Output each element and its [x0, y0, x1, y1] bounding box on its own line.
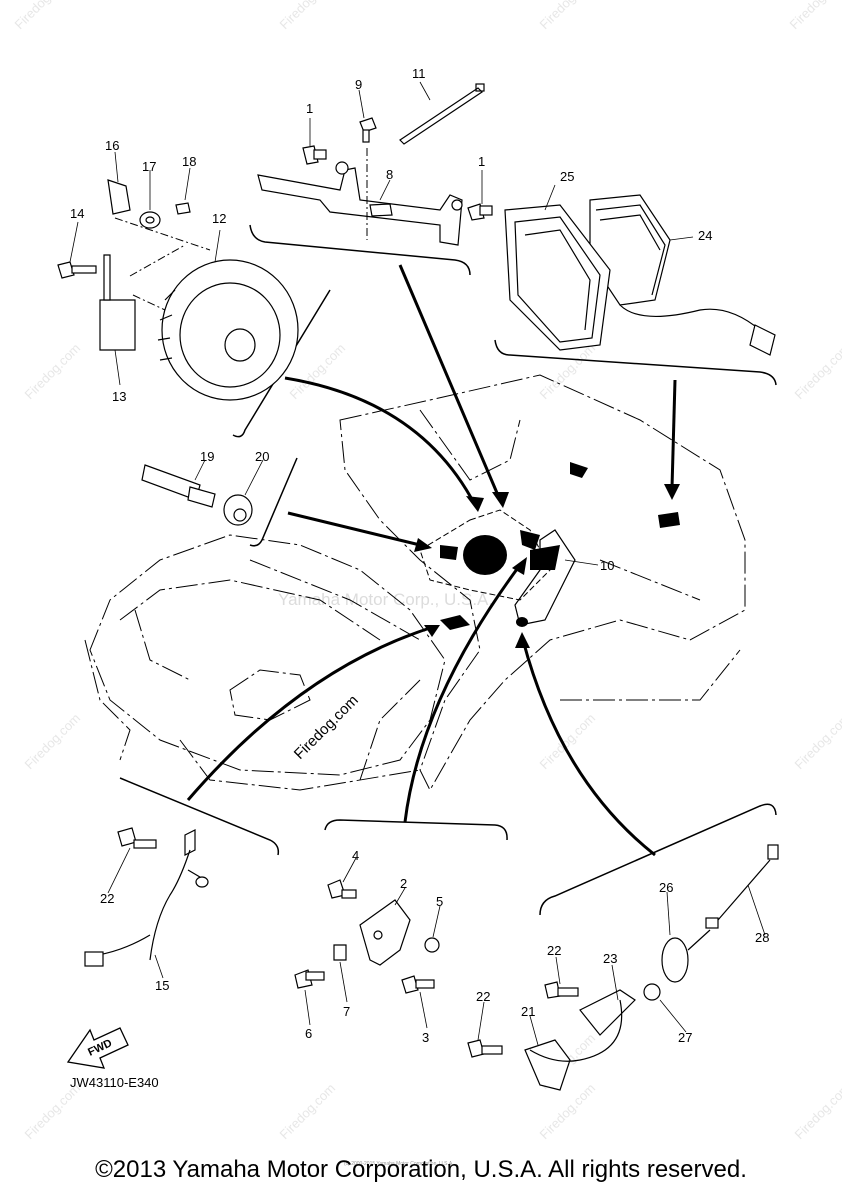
magneto-location-blob	[463, 535, 507, 575]
callout-21: 21	[521, 1004, 535, 1019]
cdi-unit-part	[504, 194, 776, 356]
arrow-sensor	[521, 639, 656, 857]
callout-6: 6	[305, 1026, 312, 1041]
callout-4: 4	[352, 848, 359, 863]
bracket-generator	[232, 289, 331, 438]
site-watermark: Firedog.com	[22, 710, 84, 772]
arrow-top-group	[398, 264, 502, 501]
sensor-parts	[467, 844, 779, 1091]
site-watermark: Firedog.com	[537, 0, 599, 32]
callout-22-sensor-lower: 22	[476, 989, 490, 1004]
site-watermark: Firedog.com	[537, 710, 599, 772]
arrow-heads	[414, 484, 680, 648]
arrow-generator	[284, 376, 477, 506]
arrow-plug	[287, 511, 421, 547]
callout-25: 25	[560, 169, 574, 184]
callout-26: 26	[659, 880, 673, 895]
stay-parts	[294, 879, 440, 994]
site-watermark: Firedog.com	[792, 710, 842, 772]
callout-15: 15	[155, 978, 169, 993]
callout-8: 8	[386, 167, 393, 182]
callout-14: 14	[70, 206, 84, 221]
callout-18: 18	[182, 154, 196, 169]
callout-28: 28	[755, 930, 769, 945]
bolts-top	[302, 117, 493, 221]
tiny-credit: (c) 2000-2015 Yamaha Motor Corporation, …	[344, 1161, 454, 1167]
callout-9: 9	[355, 77, 362, 92]
callout-11: 11	[412, 66, 426, 81]
site-watermark: Firedog.com	[277, 0, 339, 32]
callout-labels: 1 1 2 3 4 5 6 7 8 9 10 11 12 13 14 15 16…	[70, 66, 769, 1045]
callout-1-left: 1	[306, 101, 313, 116]
callout-23: 23	[603, 951, 617, 966]
site-watermark: Firedog.com	[277, 1080, 339, 1142]
spark-plug-parts	[141, 464, 253, 526]
bracket-plug	[249, 457, 298, 547]
harness-parts	[84, 827, 209, 967]
phantom-lines	[114, 148, 368, 311]
callout-12: 12	[212, 211, 226, 226]
arrow-harness	[186, 626, 431, 801]
arrow-stay	[403, 564, 522, 823]
center-watermark: Yamaha Motor Corp., U.S.A.	[278, 590, 493, 609]
callout-3: 3	[422, 1030, 429, 1045]
callout-20: 20	[255, 449, 269, 464]
bracket-part-8	[257, 161, 463, 246]
diagram-code: JW43110-E340	[70, 1075, 159, 1090]
site-watermark: Firedog.com	[12, 0, 74, 32]
bracket-stay	[324, 819, 508, 841]
callout-10: 10	[600, 558, 614, 573]
callout-17: 17	[142, 159, 156, 174]
site-watermark-dark: Firedog.com	[291, 692, 362, 763]
callout-13: 13	[112, 389, 126, 404]
callout-16: 16	[105, 138, 119, 153]
copyright-notice: ©2013 Yamaha Motor Corporation, U.S.A. A…	[95, 1156, 747, 1183]
bracket-sensor	[539, 803, 777, 916]
site-watermark: Firedog.com	[22, 340, 84, 402]
leader-lines	[69, 81, 766, 1046]
callout-1-right: 1	[478, 154, 485, 169]
callout-22-sensor-upper: 22	[547, 943, 561, 958]
generator-group-parts	[57, 179, 299, 401]
vehicle-outline	[84, 374, 746, 792]
cable-tie-part	[399, 83, 485, 145]
site-watermark: Firedog.com	[792, 1080, 842, 1142]
pointer-arrows	[186, 264, 677, 857]
fwd-arrow-icon: FWD	[66, 1027, 129, 1069]
site-watermark: Firedog.com	[787, 0, 842, 32]
callout-2: 2	[400, 876, 407, 891]
callout-5: 5	[436, 894, 443, 909]
site-watermark: Firedog.com	[792, 340, 842, 402]
callout-27: 27	[678, 1030, 692, 1045]
group-brackets	[119, 224, 777, 916]
engine-area	[419, 462, 680, 630]
callout-7: 7	[343, 1004, 350, 1019]
callout-24: 24	[698, 228, 712, 243]
bracket-cdi	[494, 339, 777, 386]
bracket-harness	[119, 777, 280, 856]
callout-22-harness: 22	[100, 891, 114, 906]
callout-19: 19	[200, 449, 214, 464]
arrow-cdi	[670, 379, 677, 489]
bracket-top-center	[249, 224, 471, 276]
